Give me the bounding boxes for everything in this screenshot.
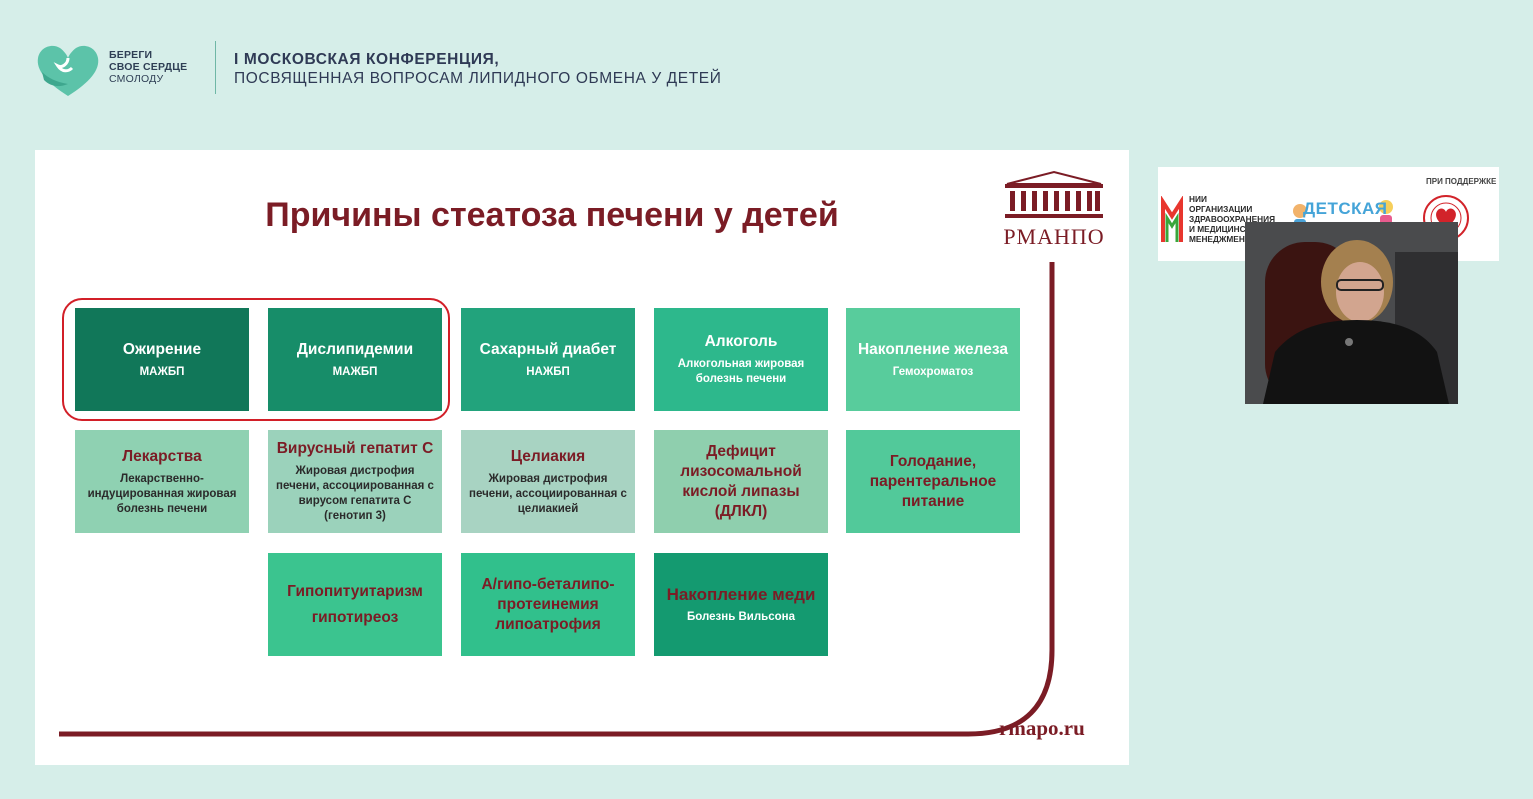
children-hospital-text: ДЕТСКАЯ: [1303, 199, 1388, 218]
cause-card-lal-deficiency: Дефицит лизосомальной кислой липазы (ДЛК…: [654, 430, 828, 533]
logo-line-2: СВОЕ СЕРДЦЕ: [109, 61, 188, 73]
cause-card-starvation: Голодание, парентеральное питание: [846, 430, 1020, 533]
org-name: РМАНПО: [1003, 224, 1105, 249]
cause-card-iron: Накопление железа Гемохроматоз: [846, 308, 1020, 411]
cause-card-title: Целиакия: [510, 447, 586, 465]
cause-card-title: Лекарства: [122, 447, 202, 465]
cause-card-subtitle: Жировая дистрофия печени, ассоциированна…: [469, 472, 627, 515]
cause-card-diabetes: Сахарный диабет НАЖБП: [461, 308, 635, 411]
cause-card-subtitle: Жировая дистрофия печени, ассоциированна…: [276, 465, 434, 522]
cause-card-obesity: Ожирение МАЖБП: [75, 308, 249, 411]
nii-line: НИИ: [1189, 194, 1207, 204]
cause-card-hepatitis-c: Вирусный гепатит С Жировая дистрофия печ…: [268, 430, 442, 533]
cause-card-title: Накопление меди: [666, 584, 816, 604]
cause-card-subtitle: НАЖБП: [526, 365, 570, 378]
nii-logo-icon: [1161, 196, 1183, 242]
logo-text: БЕРЕГИ СВОЕ СЕРДЦЕ СМОЛОДУ: [109, 49, 187, 85]
rmanpo-building-icon: [1005, 170, 1103, 218]
cause-card-subtitle: МАЖБП: [332, 365, 378, 378]
conference-title-line-2: ПОСВЯЩЕННАЯ ВОПРОСАМ ЛИПИДНОГО ОБМЕНА У …: [234, 70, 722, 87]
nii-text: НИИ ОРГАНИЗАЦИИ ЗДРАВООХРАНЕНИЯ И МЕДИЦИ…: [1189, 194, 1275, 244]
conference-title-line-1: I МОСКОВСКАЯ КОНФЕРЕНЦИЯ,: [234, 51, 500, 68]
cause-card-alcohol: Алкоголь Алкогольная жировая болезнь печ…: [654, 308, 828, 411]
cause-card-subtitle: Лекарственно-индуцированная жировая боле…: [87, 472, 237, 515]
cause-card-copper: Накопление меди Болезнь Вильсона: [654, 553, 828, 656]
cause-card-subtitle: Болезнь Вильсона: [687, 610, 795, 623]
slide-frame-line: [59, 262, 1055, 737]
speaker-video: [1245, 222, 1458, 404]
presentation-slide: Причины стеатоза печени у детей РМАНПО О…: [35, 150, 1129, 765]
cause-card-subtitle: Гемохроматоз: [892, 365, 974, 378]
slide-title: Причины стеатоза печени у детей: [265, 196, 839, 234]
speaker-video-frame: [1245, 222, 1458, 404]
conference-title: I МОСКОВСКАЯ КОНФЕРЕНЦИЯ, ПОСВЯЩЕННАЯ ВО…: [234, 50, 721, 88]
cause-card-title: Сахарный диабет: [479, 340, 617, 358]
cause-card-hypopituitarism: Гипопитуитаризм гипотиреоз: [268, 553, 442, 656]
cause-card-dyslipidemia: Дислипидемии МАЖБП: [268, 308, 442, 411]
cause-card-subtitle: гипотиреоз: [311, 608, 399, 626]
logo-line-3: СМОЛОДУ: [109, 73, 164, 85]
site-url: rmapo.ru: [999, 716, 1085, 740]
cause-card-title: Накопление железа: [857, 340, 1009, 358]
cause-card-title: Гипопитуитаризм: [287, 582, 423, 600]
cause-card-title: Ожирение: [122, 340, 202, 358]
header-divider: [215, 41, 216, 94]
cause-card-title: Вирусный гепатит С: [276, 440, 434, 457]
nii-line: И МЕДИЦИНСКОГО: [1189, 224, 1269, 234]
cause-card-title: Алкоголь: [704, 333, 778, 350]
cause-card-title: Голодание, парентеральное питание: [869, 452, 997, 510]
cause-card-title: Дислипидемии: [296, 340, 414, 358]
heart-hands-logo-icon: [37, 45, 99, 96]
cause-card-drugs: Лекарства Лекарственно-индуцированная жи…: [75, 430, 249, 533]
cause-card-title: Дефицит лизосомальной кислой липазы (ДЛК…: [680, 442, 802, 520]
cause-card-celiac: Целиакия Жировая дистрофия печени, ассоц…: [461, 430, 635, 533]
cause-card-title: А/гипо-беталипо-протеинемия липоатрофия: [481, 575, 615, 633]
nii-line: ЗДРАВООХРАНЕНИЯ: [1189, 214, 1276, 224]
sponsor-heading: ПРИ ПОДДЕРЖКЕ: [1426, 177, 1497, 186]
cause-card-subtitle: МАЖБП: [139, 365, 185, 378]
nii-line: ОРГАНИЗАЦИИ: [1189, 204, 1253, 214]
nii-line: МЕНЕДЖМЕНТА: [1189, 234, 1256, 244]
cause-card-betalipoproteinemia: А/гипо-беталипо-протеинемия липоатрофия: [461, 553, 635, 656]
logo-line-1: БЕРЕГИ: [109, 49, 153, 61]
cause-card-subtitle: Алкогольная жировая болезнь печени: [677, 358, 805, 385]
highlight-outline: [62, 298, 450, 421]
